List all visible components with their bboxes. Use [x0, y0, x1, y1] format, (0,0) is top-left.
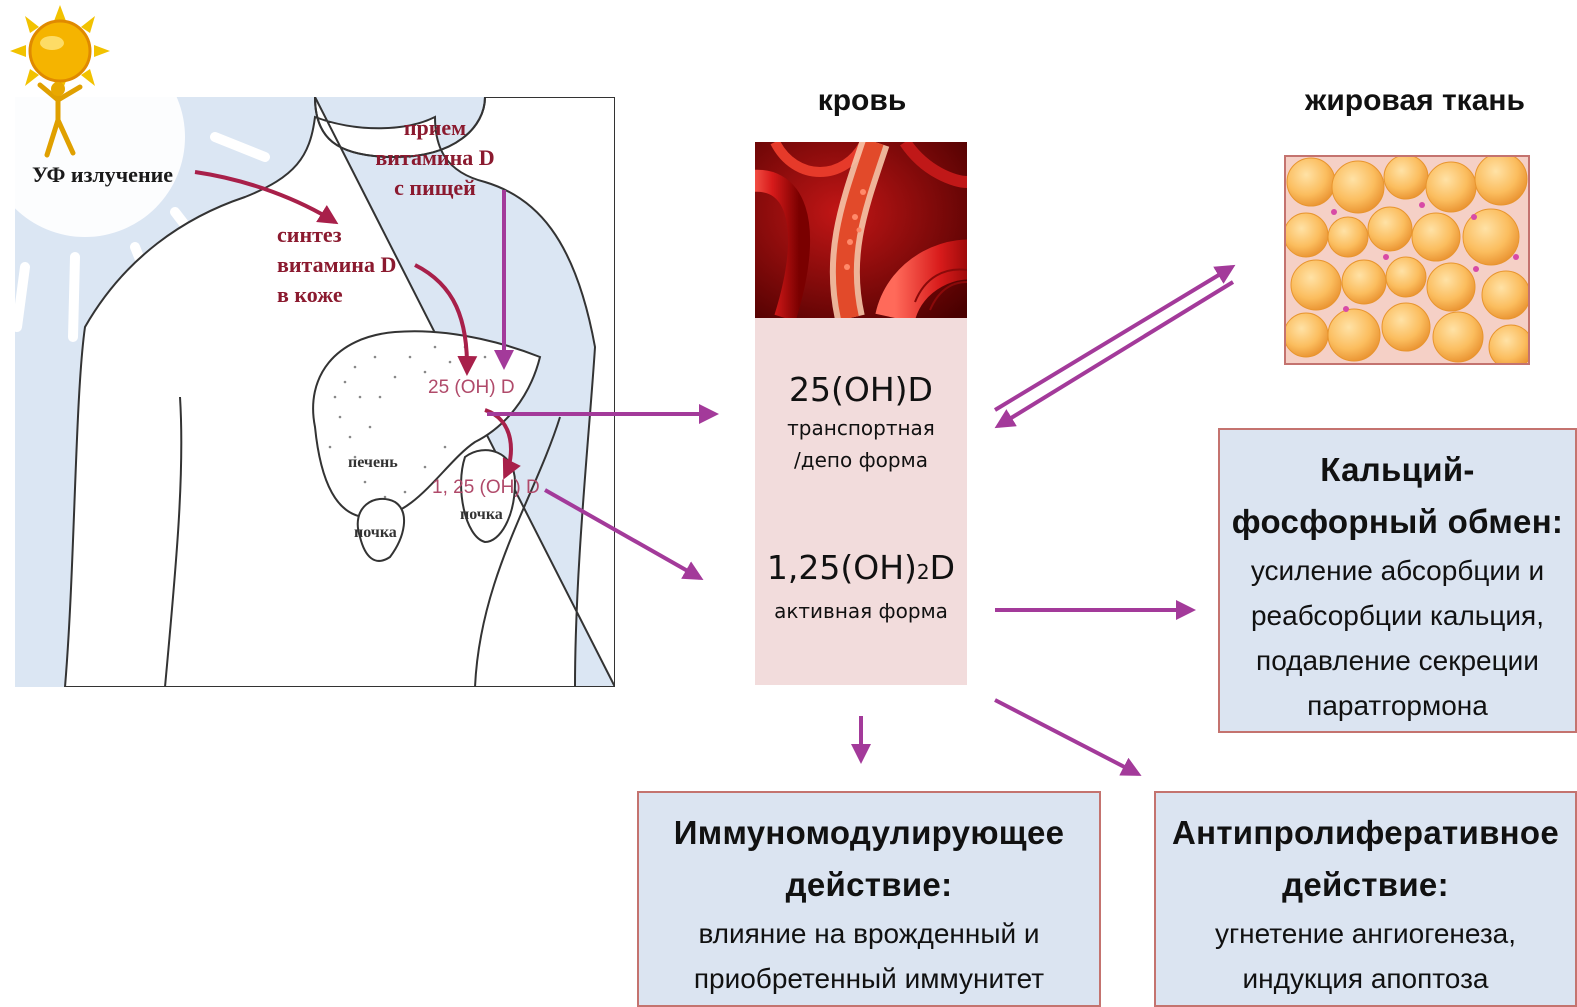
intake-line: прием: [350, 113, 520, 143]
antiprolif-title-line: действие:: [1156, 859, 1575, 911]
dietary-intake-label: прием витамина D с пищей: [350, 113, 520, 203]
arrow-adipose-to-blood: [998, 282, 1233, 426]
transport-form-desc-line: /депо форма: [755, 444, 967, 476]
synthesis-line: синтез: [277, 220, 396, 250]
immune-title-line: действие:: [639, 859, 1099, 911]
adipose-tissue-image: [1284, 155, 1530, 365]
sun-figure-icon: [5, 5, 115, 160]
blood-metabolite-panel: 25(OH)D транспортная /депо форма 1,25(OH…: [755, 318, 967, 685]
transport-form-desc-line: транспортная: [755, 412, 967, 444]
transport-form-name: 25(OH)D: [755, 368, 967, 412]
synthesis-line: в коже: [277, 280, 396, 310]
calcium-title-line: Кальций-: [1220, 444, 1575, 496]
skin-synthesis-label: синтез витамина D в коже: [277, 220, 396, 310]
active-form-name: 1,25(OH)2D: [755, 546, 967, 594]
uv-radiation-label: УФ излучение: [32, 160, 173, 190]
calcium-desc-line: паратгормона: [1220, 683, 1575, 728]
synthesis-line: витамина D: [277, 250, 396, 280]
active-form-name-suffix: D: [930, 548, 955, 587]
immune-desc-line: приобретенный иммунитет: [639, 956, 1099, 1001]
kidney-label-left: почка: [354, 524, 397, 542]
liver-label: печень: [348, 454, 398, 472]
immune-desc-line: влияние на врожденный и: [639, 911, 1099, 956]
calcium-title-line: фосфорный обмен:: [1220, 496, 1575, 548]
immunomodulatory-effect-box: Иммуномодулирующее действие: влияние на …: [637, 791, 1101, 1007]
blood-vessel-image: [755, 142, 967, 318]
antiproliferative-effect-box: Антипролиферативное действие: угнетение …: [1154, 791, 1577, 1007]
kidney-metabolite-label: 1, 25 (OH) D: [432, 477, 540, 499]
antiprolif-title-line: Антипролиферативное: [1156, 807, 1575, 859]
adipose-heading: жировая ткань: [1270, 84, 1560, 118]
active-form-name-prefix: 1,25(OH): [767, 548, 917, 587]
calcium-desc-line: усиление абсорбции и: [1220, 548, 1575, 593]
antiprolif-desc-line: индукция апоптоза: [1156, 956, 1575, 1001]
kidney-label-right: почка: [460, 506, 503, 524]
liver-metabolite-label: 25 (OH) D: [428, 377, 515, 399]
arrow-blood-to-adipose: [995, 267, 1232, 410]
calcium-desc-line: подавление секреции: [1220, 638, 1575, 683]
intake-line: витамина D: [350, 143, 520, 173]
active-form-name-sub: 2: [917, 560, 930, 584]
antiprolif-desc-line: угнетение ангиогенеза,: [1156, 911, 1575, 956]
intake-line: с пищей: [350, 173, 520, 203]
immune-title-line: Иммуномодулирующее: [639, 807, 1099, 859]
active-form-desc: активная форма: [755, 594, 967, 628]
blood-heading: кровь: [757, 84, 967, 118]
calcium-phosphorus-effect-box: Кальций- фосфорный обмен: усиление абсор…: [1218, 428, 1577, 733]
calcium-desc-line: реабсорбции кальция,: [1220, 593, 1575, 638]
arrow-blood-to-antiprolif: [995, 700, 1138, 774]
